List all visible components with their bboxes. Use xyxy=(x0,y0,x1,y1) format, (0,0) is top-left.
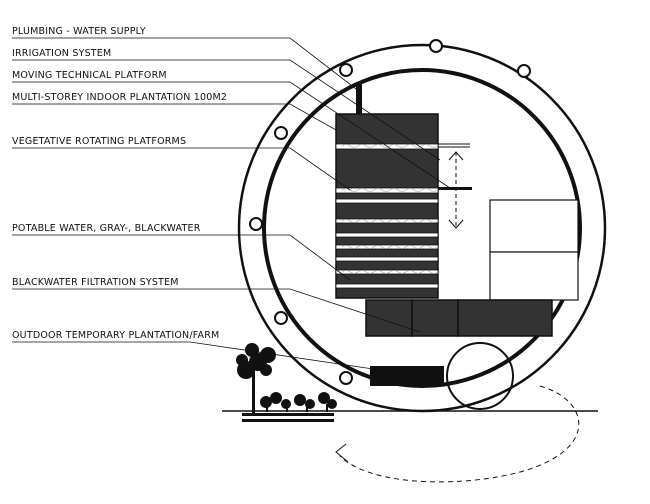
rotation-wheel xyxy=(446,342,514,410)
porthole xyxy=(517,64,531,78)
plumbing-pipe xyxy=(356,84,362,114)
rotation-arrow xyxy=(339,385,580,483)
tree-icon xyxy=(236,343,276,414)
storage-units xyxy=(489,199,579,301)
portholes xyxy=(249,39,531,385)
label-outdoor: OUTDOOR TEMPORARY PLANTATION/FARM xyxy=(12,330,220,341)
porthole xyxy=(339,63,353,77)
outer-ring xyxy=(237,43,607,413)
filtration-system xyxy=(370,366,444,386)
label-plumbing: PLUMBING - WATER SUPPLY xyxy=(12,26,146,37)
water-tanks xyxy=(365,299,553,337)
wave-marks xyxy=(341,144,439,274)
porthole xyxy=(339,371,353,385)
plantation-tower xyxy=(335,113,439,299)
moving-technical-platform xyxy=(438,143,472,229)
porthole xyxy=(429,39,443,53)
label-filtration: BLACKWATER FILTRATION SYSTEM xyxy=(12,277,179,288)
label-rotating-platforms: VEGETATIVE ROTATING PLATFORMS xyxy=(12,136,187,147)
label-irrigation: IRRIGATION SYSTEM xyxy=(12,48,112,59)
label-water: POTABLE WATER, GRAY-, BLACKWATER xyxy=(12,223,201,234)
porthole xyxy=(249,217,263,231)
label-moving-platform: MOVING TECHNICAL PLATFORM xyxy=(12,70,167,81)
shrubs xyxy=(260,392,337,412)
porthole xyxy=(274,126,288,140)
label-indoor-plantation: MULTI-STOREY INDOOR PLANTATION 100M2 xyxy=(12,92,228,103)
porthole xyxy=(274,311,288,325)
outdoor-farm xyxy=(236,343,337,422)
leader-lines xyxy=(12,37,451,371)
